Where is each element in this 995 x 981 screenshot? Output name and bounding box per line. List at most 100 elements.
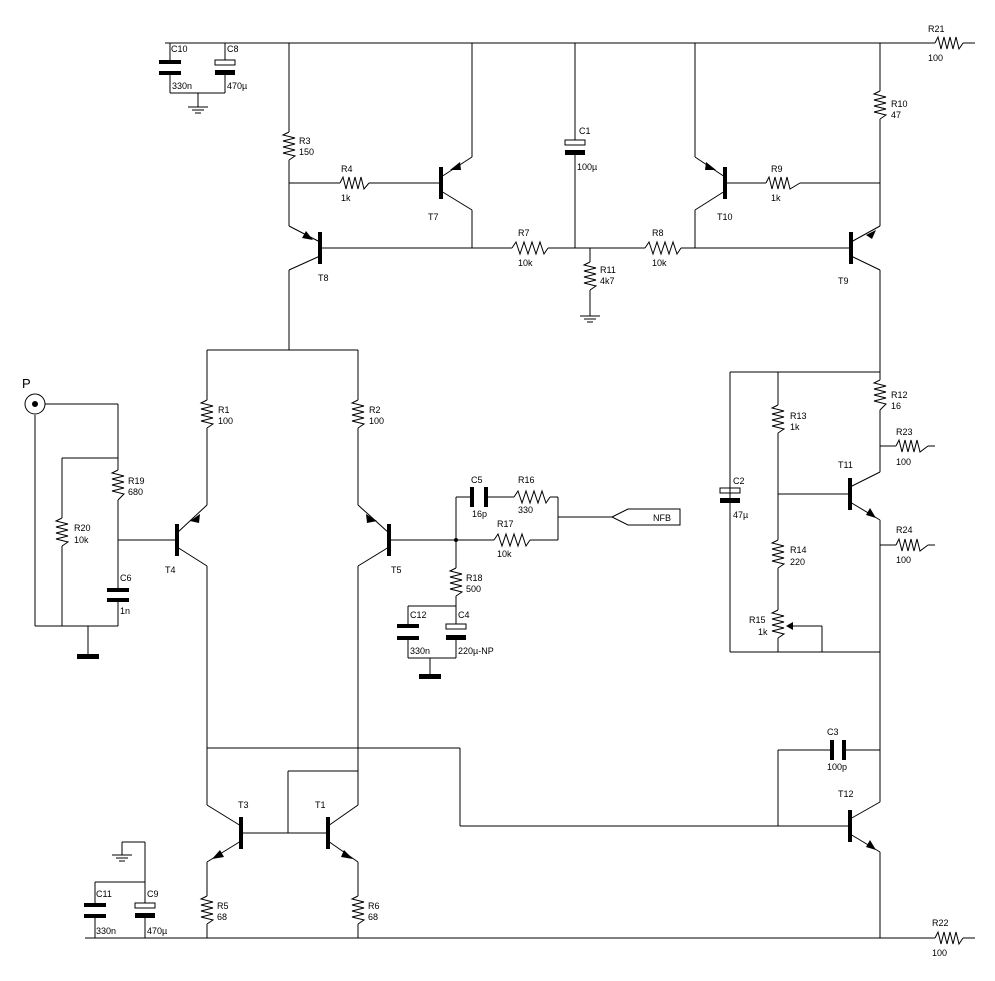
capacitor-c6 <box>107 588 129 602</box>
resistor-r23 <box>895 438 929 453</box>
resistor-r24 <box>895 537 929 552</box>
label-r8-name: R8 <box>652 228 664 238</box>
label-r2-value: 100 <box>369 416 384 426</box>
label-r8-value: 10k <box>652 258 667 268</box>
label-r10-value: 47 <box>891 110 901 120</box>
label-r2-name: R2 <box>369 405 381 415</box>
nfb-label: NFB <box>653 513 671 523</box>
resistor-r7 <box>511 240 549 256</box>
label-r9-value: 1k <box>771 193 781 203</box>
label-c5-name: C5 <box>471 475 483 485</box>
nfb-port: NFB <box>610 508 681 526</box>
resistor-r8 <box>644 240 682 256</box>
capacitor-c11 <box>84 903 106 918</box>
transistor-t1 <box>326 804 359 863</box>
label-r12-value: 16 <box>891 401 901 411</box>
label-r23-value: 100 <box>896 457 911 467</box>
resistors <box>54 35 964 946</box>
label-r13-name: R13 <box>790 411 807 421</box>
label-r7-name: R7 <box>518 228 530 238</box>
transistor-t3 <box>206 804 243 863</box>
label-r24-value: 100 <box>896 555 911 565</box>
resistor-r20 <box>54 517 70 547</box>
label-r20-value: 10k <box>74 535 89 545</box>
junction-dot <box>454 538 458 542</box>
label-r17-value: 10k <box>497 549 512 559</box>
ground-bar <box>77 654 99 659</box>
label-r9-name: R9 <box>771 164 783 174</box>
resistor-r3 <box>281 131 297 161</box>
label-r21-name: R21 <box>928 24 945 34</box>
resistor-r4 <box>339 175 370 191</box>
label-c3-name: C3 <box>827 727 839 737</box>
label-r21-value: 100 <box>928 53 943 63</box>
label-r16-value: 330 <box>518 505 533 515</box>
resistor-r16 <box>513 489 551 505</box>
resistor-r14 <box>770 539 786 569</box>
label-r17-name: R17 <box>497 519 514 529</box>
resistor-r15 <box>770 609 786 639</box>
resistor-r18 <box>448 567 464 597</box>
label-r16-name: R16 <box>518 475 535 485</box>
capacitor-c5 <box>470 487 488 507</box>
resistor-r1 <box>199 399 215 429</box>
capacitor-c2 <box>719 487 741 503</box>
label-c4-value: 220µ-NP <box>458 646 494 656</box>
label-r22-name: R22 <box>932 918 949 928</box>
label-t3: T3 <box>238 800 249 810</box>
label-c5-value: 16p <box>472 509 487 519</box>
label-t10: T10 <box>717 212 733 222</box>
label-r23-name: R23 <box>896 427 913 437</box>
label-c10-value: 330n <box>172 81 192 91</box>
capacitor-c12 <box>397 624 419 640</box>
resistor-r17 <box>493 532 531 548</box>
ground-symbol <box>188 106 208 114</box>
label-c9-name: C9 <box>147 889 159 899</box>
component-labels: C10 330n C8 470µ R3 150 R4 1k T7 T8 C1 1… <box>74 24 949 958</box>
label-r15-name: R15 <box>749 615 766 625</box>
label-r14-value: 220 <box>790 557 805 567</box>
wires <box>34 42 975 939</box>
label-r1-name: R1 <box>218 405 230 415</box>
ground-symbol <box>580 315 600 323</box>
label-r6-name: R6 <box>368 901 380 911</box>
label-r11-name: R11 <box>600 265 616 275</box>
label-r19-value: 680 <box>128 487 143 497</box>
input-connector: P <box>22 376 46 415</box>
resistor-r13 <box>770 404 786 434</box>
transistor-t4 <box>175 504 208 567</box>
label-t1: T1 <box>315 800 326 810</box>
resistor-r21 <box>934 35 964 51</box>
label-c9-value: 470µ <box>147 926 167 936</box>
ground-bar <box>419 674 441 679</box>
label-t11: T11 <box>838 460 853 470</box>
label-r4-name: R4 <box>341 164 353 174</box>
label-r13-value: 1k <box>790 422 800 432</box>
label-r10-name: R10 <box>891 99 908 109</box>
label-r18-value: 500 <box>466 584 481 594</box>
ground-symbol <box>112 854 132 862</box>
transistor-t5 <box>357 504 391 567</box>
resistor-r12 <box>872 379 887 411</box>
label-r20-name: R20 <box>74 523 91 533</box>
transistor-t9 <box>849 225 881 271</box>
label-c8-value: 470µ <box>227 81 247 91</box>
label-t9: T9 <box>838 276 849 286</box>
label-c12-name: C12 <box>410 610 427 620</box>
label-c11-name: C11 <box>96 889 112 899</box>
transistor-t11 <box>848 471 881 521</box>
label-r11-value: 4k7 <box>600 276 615 286</box>
resistor-r19 <box>110 469 125 501</box>
label-c10-name: C10 <box>171 44 188 54</box>
label-r12-name: R12 <box>891 390 908 400</box>
label-c6-value: 1n <box>120 606 130 616</box>
capacitor-c1 <box>564 139 586 155</box>
label-c1-value: 100µ <box>577 162 597 172</box>
label-c11-value: 330n <box>96 926 116 936</box>
label-r5-name: R5 <box>217 901 229 911</box>
transistor-t12 <box>848 801 881 853</box>
resistor-r9 <box>765 175 801 190</box>
label-r1-value: 100 <box>218 416 233 426</box>
label-c12-value: 330n <box>410 646 430 656</box>
potentiometer-wiper-arrow <box>786 622 793 630</box>
